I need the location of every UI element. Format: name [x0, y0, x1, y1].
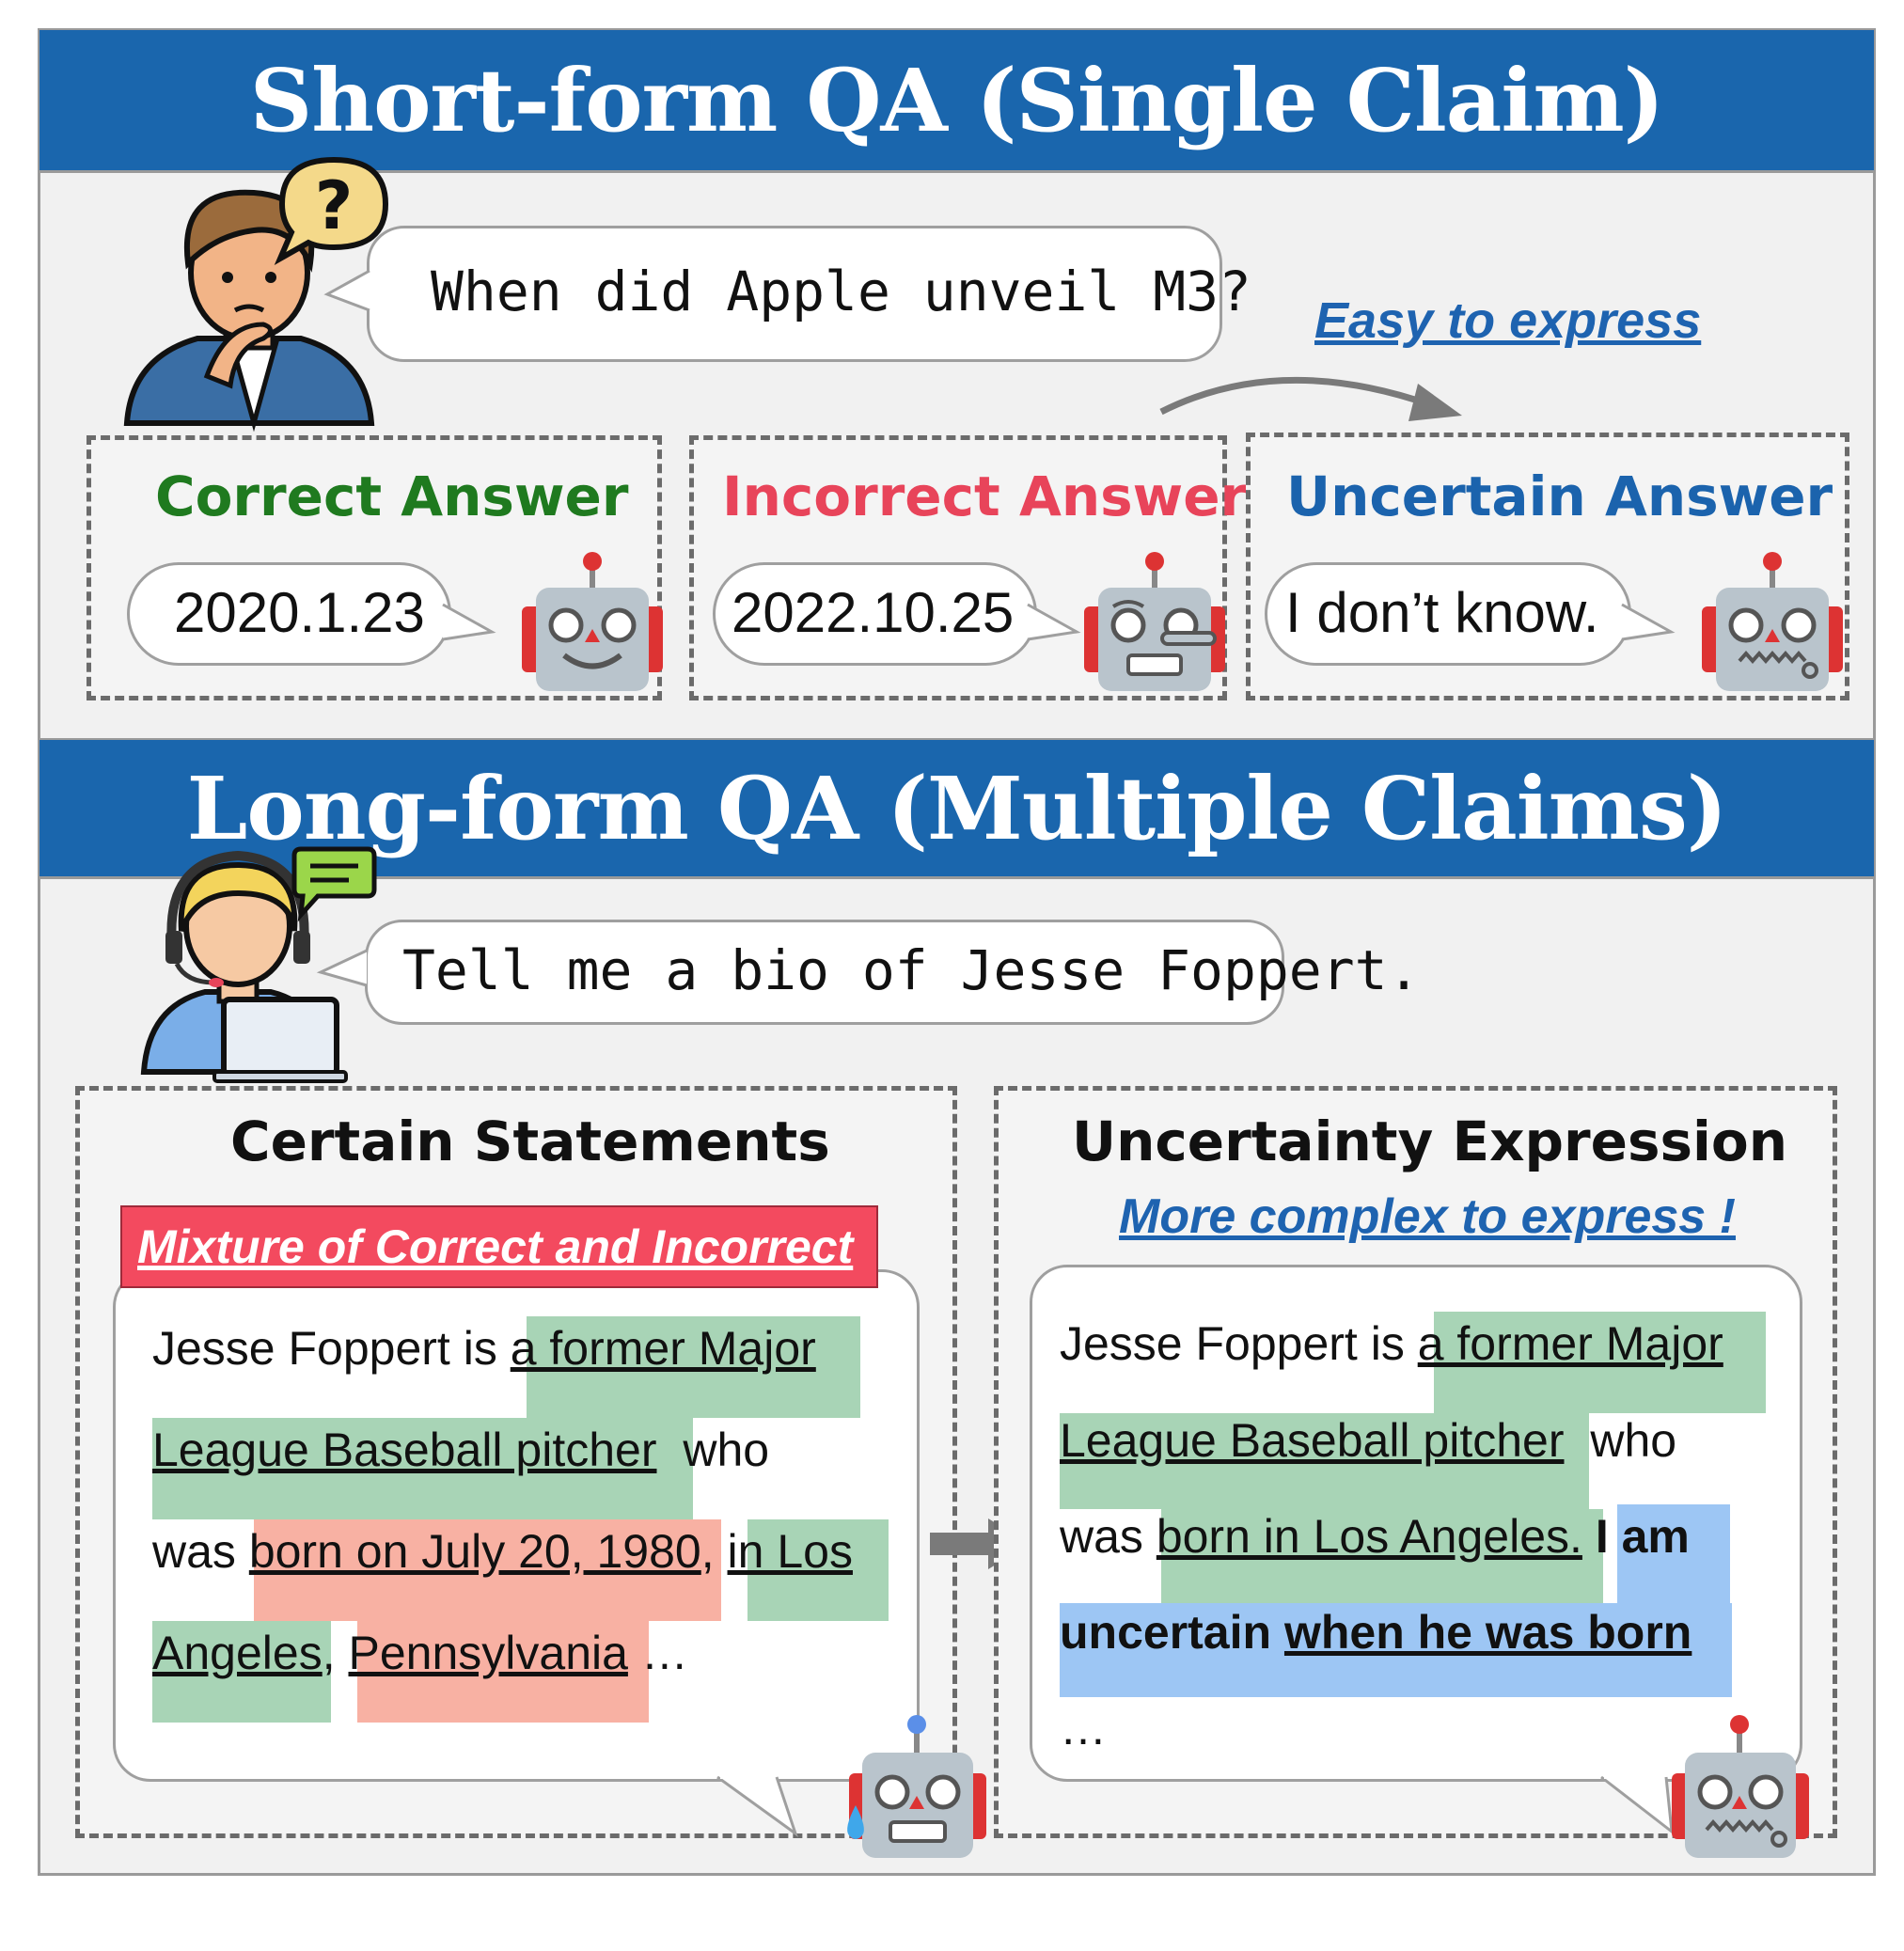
- lying-robot-icon: [1084, 552, 1225, 691]
- uncertain-answer-text: I don’t know.: [1285, 581, 1599, 644]
- svg-text:?: ?: [315, 167, 354, 244]
- mixture-tag-text: Mixture of Correct and Incorrect: [137, 1220, 854, 1273]
- highlight-uncertain: [1617, 1504, 1730, 1603]
- certain-line-4: Angeles, Pennsylvania …: [152, 1625, 688, 1681]
- uncertain-answer-bubble: [1265, 562, 1631, 666]
- claim-text: …: [1060, 1702, 1107, 1754]
- claim-text: ,: [322, 1627, 349, 1679]
- highlight-correct: [1161, 1509, 1603, 1603]
- question-text: When did Apple unveil M3?: [431, 260, 1251, 323]
- claim-text: ,: [700, 1525, 728, 1578]
- correct-answer-text: 2020.1.23: [174, 581, 425, 644]
- uncertainty-line-3: was born in Los Angeles. I am: [1060, 1508, 1690, 1565]
- highlight-correct: [1434, 1312, 1766, 1413]
- certain-line-1: Jesse Foppert is a former Major: [152, 1320, 816, 1377]
- chat-bubble-icon: [291, 846, 377, 922]
- highlight-incorrect: [357, 1621, 649, 1723]
- claim-correct: League Baseball pitcher: [1060, 1414, 1565, 1467]
- question-bubble-icon: ?: [274, 156, 389, 265]
- certain-statements-title: Certain Statements: [230, 1109, 830, 1173]
- claim-text: Jesse Foppert is: [152, 1322, 511, 1375]
- certain-line-3: was born on July 20, 1980, in Los: [152, 1523, 853, 1580]
- claim-correct: a former Major: [1417, 1317, 1723, 1370]
- claim-correct: in Los: [727, 1525, 853, 1578]
- uncertain-answer-title: Uncertain Answer: [1286, 464, 1833, 528]
- question-bubble-tail: [323, 269, 370, 312]
- incorrect-answer-bubble: [713, 562, 1037, 666]
- uncertain-bubble-tail: [1621, 603, 1676, 641]
- short-form-title: Short-form QA (Single Claim): [249, 49, 1664, 151]
- claim-text: Jesse Foppert is: [1060, 1317, 1418, 1370]
- long-form-title: Long-form QA (Multiple Claims): [186, 757, 1728, 859]
- sweating-robot-icon: [847, 1715, 986, 1858]
- highlight-correct: [527, 1316, 860, 1418]
- incorrect-answer-text: 2022.10.25: [732, 581, 1015, 644]
- zipped-robot-icon: [1702, 552, 1843, 691]
- uncertainty-line-2: League Baseball pitcher who: [1060, 1412, 1676, 1469]
- long-question-text: Tell me a bio of Jesse Foppert.: [402, 938, 1421, 1002]
- claim-text: who: [669, 1424, 770, 1476]
- long-question-bubble-tail: [316, 949, 368, 987]
- happy-robot-icon: [522, 552, 663, 691]
- claim-correct: born in Los Angeles.: [1156, 1510, 1582, 1563]
- highlight-correct: [152, 1418, 693, 1519]
- uncertainty-expression-title: Uncertainty Expression: [1072, 1109, 1788, 1173]
- highlight-correct: [152, 1621, 331, 1723]
- support-agent-icon: [140, 850, 348, 1083]
- claim-uncertain: I am: [1581, 1510, 1690, 1563]
- long-question-bubble: [365, 920, 1284, 1025]
- question-bubble: [367, 226, 1222, 362]
- certain-bubble-tail: [716, 1773, 798, 1837]
- incorrect-bubble-tail: [1027, 603, 1081, 641]
- claim-text: who: [1577, 1414, 1677, 1467]
- claim-text: …: [627, 1627, 688, 1679]
- highlight-correct: [747, 1519, 889, 1621]
- claim-text: was: [1060, 1510, 1157, 1563]
- claim-correct: League Baseball pitcher: [152, 1424, 657, 1476]
- correct-answer-title: Correct Answer: [155, 464, 629, 528]
- claim-text: was: [152, 1525, 249, 1578]
- uncertainty-bubble-tail: [1600, 1773, 1674, 1835]
- mixture-tag: Mixture of Correct and Incorrect: [120, 1205, 878, 1288]
- uncertainty-line-5: …: [1060, 1700, 1107, 1756]
- highlight-incorrect: [254, 1519, 721, 1621]
- easy-to-express-note: Easy to express: [1314, 292, 1702, 349]
- curved-arrow: [1159, 376, 1462, 421]
- correct-answer-bubble: [127, 562, 451, 666]
- claim-uncertain-underlined: when he was born: [1283, 1606, 1692, 1659]
- certain-line-2: League Baseball pitcher who: [152, 1422, 769, 1478]
- uncertainty-line-1: Jesse Foppert is a former Major: [1060, 1315, 1723, 1372]
- incorrect-answer-title: Incorrect Answer: [722, 464, 1248, 528]
- correct-bubble-tail: [442, 603, 496, 641]
- claim-uncertain: uncertain: [1060, 1606, 1284, 1659]
- highlight-uncertain: [1060, 1603, 1732, 1697]
- thinking-person-icon: [123, 189, 375, 433]
- zipped-robot-icon: [1672, 1715, 1809, 1858]
- claim-incorrect: Pennsylvania: [348, 1627, 628, 1679]
- highlight-correct: [1060, 1413, 1589, 1509]
- complex-to-express-note: More complex to express !: [1119, 1189, 1736, 1244]
- claim-incorrect: born on July 20, 1980: [248, 1525, 701, 1578]
- claim-correct: a former Major: [510, 1322, 816, 1375]
- short-form-banner: Short-form QA (Single Claim): [39, 30, 1874, 173]
- claim-correct: Angeles: [152, 1627, 323, 1679]
- uncertainty-line-4: uncertain when he was born: [1060, 1604, 1692, 1660]
